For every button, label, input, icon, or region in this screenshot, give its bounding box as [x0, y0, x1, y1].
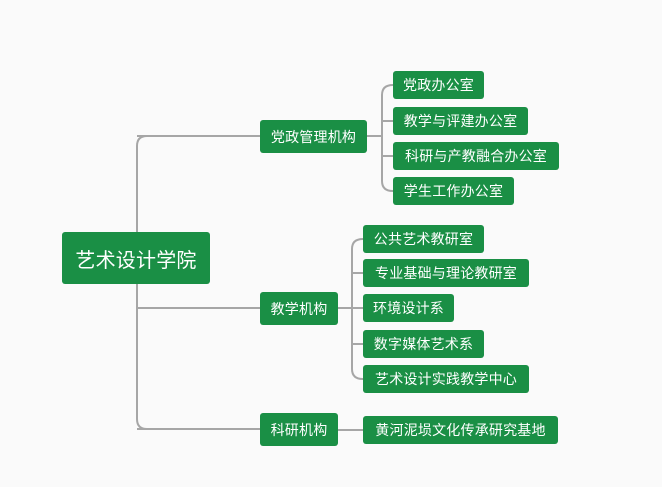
leaf-node[interactable]: 艺术设计实践教学中心	[363, 365, 529, 393]
root-node[interactable]: 艺术设计学院	[62, 232, 210, 284]
connector-line	[381, 84, 394, 192]
leaf-node[interactable]: 教学与评建办公室	[393, 107, 528, 135]
branch-node-party-admin[interactable]: 党政管理机构	[260, 120, 367, 153]
leaf-node[interactable]: 学生工作办公室	[393, 177, 514, 205]
leaf-node[interactable]: 科研与产教融合办公室	[393, 142, 559, 170]
leaf-node[interactable]: 专业基础与理论教研室	[363, 259, 529, 287]
leaf-node[interactable]: 公共艺术教研室	[363, 225, 484, 253]
leaf-node[interactable]: 党政办公室	[393, 71, 484, 99]
leaf-node[interactable]: 黄河泥埙文化传承研究基地	[363, 416, 558, 444]
leaf-node[interactable]: 数字媒体艺术系	[363, 330, 484, 358]
leaf-node[interactable]: 环境设计系	[363, 294, 454, 322]
branch-node-research[interactable]: 科研机构	[260, 413, 338, 446]
branch-node-teaching[interactable]: 教学机构	[260, 292, 338, 325]
